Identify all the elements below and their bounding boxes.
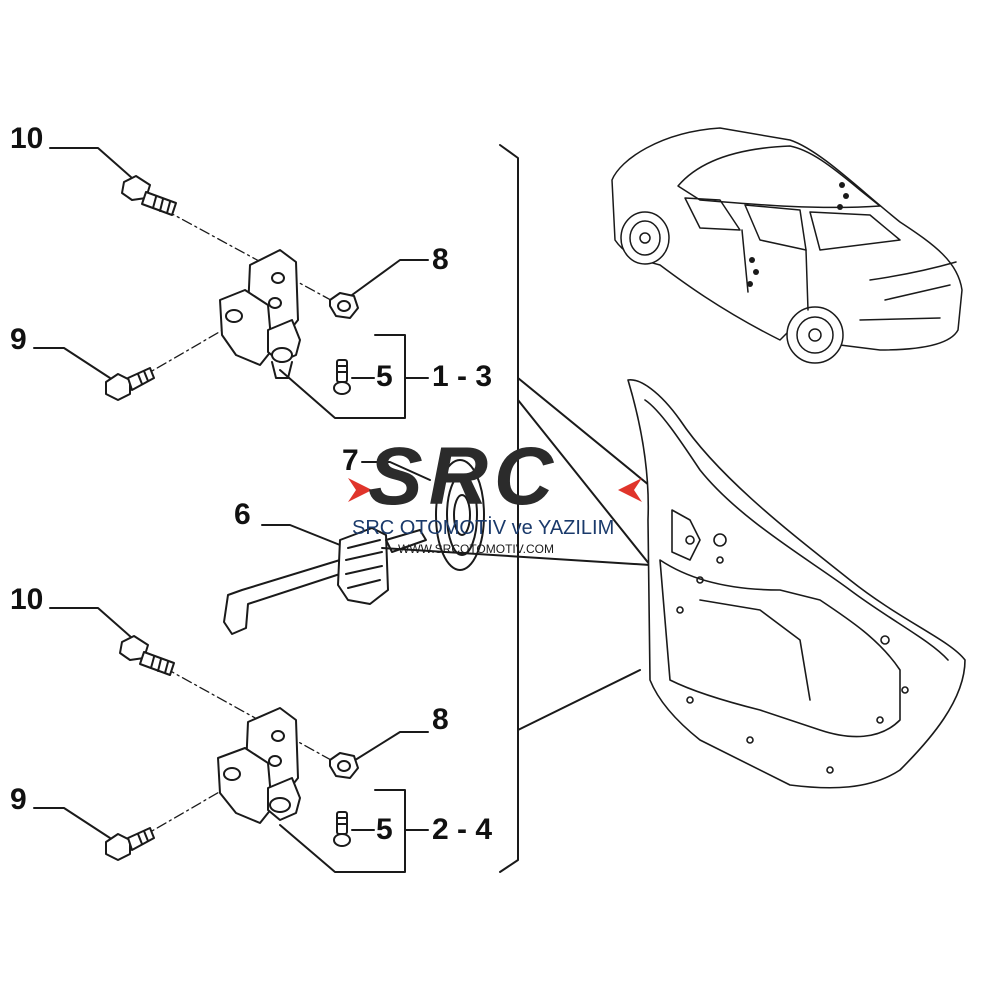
callout-group-1-3: 1 - 3	[432, 360, 493, 393]
callout-10-top: 10	[10, 122, 44, 155]
bolt-9-bottom	[105, 827, 155, 861]
nut-8-top	[329, 292, 359, 319]
car-illustration	[611, 127, 963, 364]
screw-5-bottom	[333, 811, 351, 847]
hinge-bottom	[217, 707, 301, 824]
watermark-logo-text: SRC	[368, 431, 560, 522]
leader-10-top	[49, 147, 133, 179]
hinge-top	[219, 249, 301, 379]
callout-8-top: 8	[432, 243, 449, 276]
car-hinge-markers	[747, 182, 849, 287]
callout-group-2-4: 2 - 4	[432, 813, 493, 846]
callout-7: 7	[342, 444, 359, 477]
leader-9-bottom	[33, 807, 111, 839]
leader-8-top	[351, 259, 429, 296]
bracket-1-3	[279, 334, 406, 419]
watermark-website: WWW.SRCOTOMOTIV.COM	[398, 542, 554, 556]
bolt-10-bottom	[119, 635, 175, 676]
callout-5-bottom: 5	[376, 813, 393, 846]
leader-7	[361, 461, 431, 481]
bracket-2-4	[279, 789, 406, 873]
screw-5-top	[333, 359, 351, 395]
leader-9-top	[33, 347, 111, 379]
watermark-logo	[348, 478, 642, 502]
callout-9-top: 9	[10, 323, 27, 356]
grommet-7	[435, 459, 485, 571]
callout-9-bottom: 9	[10, 783, 27, 816]
lower-hinge-group	[33, 607, 429, 873]
door-check-strap	[223, 461, 431, 635]
nut-8-bottom	[329, 752, 359, 779]
callout-6: 6	[234, 498, 251, 531]
door-frame	[627, 379, 966, 789]
callout-10-bottom: 10	[10, 583, 44, 616]
assembly-bracket	[381, 144, 656, 873]
leader-6	[261, 524, 341, 546]
leader-8-bottom	[351, 731, 429, 763]
bolt-9-top	[105, 367, 155, 401]
callout-5-top: 5	[376, 360, 393, 393]
upper-hinge-group	[33, 147, 429, 419]
bolt-10-top	[121, 175, 177, 216]
leader-10-bottom	[49, 607, 133, 639]
watermark-company: SRC OTOMOTİV ve YAZILIM	[352, 517, 615, 539]
callout-8-bottom: 8	[432, 703, 449, 736]
